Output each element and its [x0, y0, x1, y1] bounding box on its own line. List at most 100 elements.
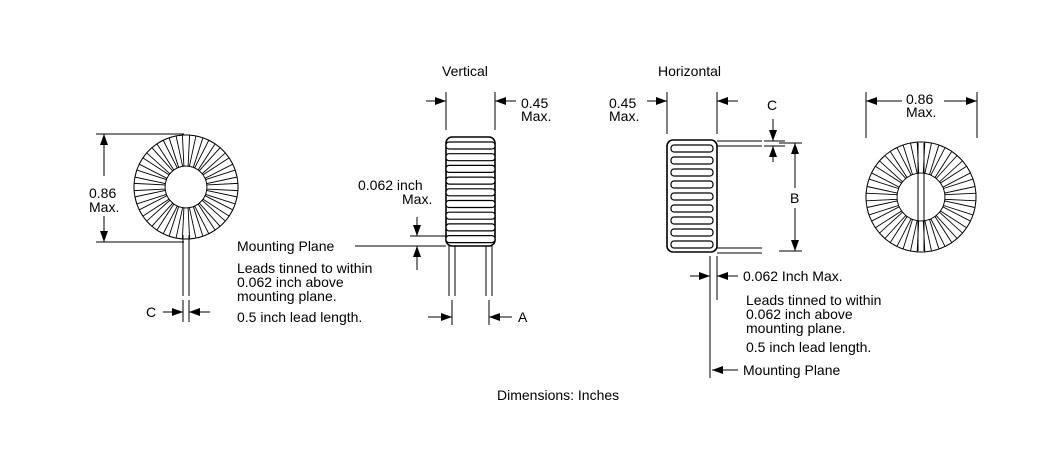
horizontal-note-line: mounting plane.	[746, 320, 846, 336]
winding-turn	[902, 218, 918, 252]
winding-turn	[133, 182, 166, 192]
winding-turn	[202, 195, 234, 217]
winding-turn	[866, 178, 900, 194]
left-toroid	[133, 134, 239, 296]
right-dim-value: 0.86	[906, 91, 933, 107]
winding-turn	[156, 203, 178, 235]
horizontal-mounting-plane: Mounting Plane	[712, 362, 841, 378]
horizontal-standoff-dimension: 0.062 Inch Max.	[690, 256, 843, 378]
left-dim-max: Max.	[89, 199, 119, 215]
winding-turn	[942, 200, 976, 216]
horizontal-spacing-dimension: B	[779, 142, 802, 252]
winding-turn	[138, 157, 170, 179]
horizontal-note-line: 0.062 inch above	[746, 306, 853, 322]
winding-turn	[924, 142, 940, 176]
vertical-title: Vertical	[442, 63, 488, 79]
winding-turn	[935, 154, 964, 183]
winding-turn	[670, 168, 714, 177]
horizontal-note-line: 0.5 inch lead length.	[746, 339, 871, 355]
vertical-note-line: 0.062 inch above	[237, 274, 344, 290]
winding-turn	[198, 147, 226, 175]
horizontal-mounting-plane-label: Mounting Plane	[743, 362, 841, 378]
winding-turn	[205, 189, 238, 205]
winding-turn	[870, 206, 903, 229]
horizontal-width-value: 0.45	[609, 95, 636, 111]
horizontal-spacing-label: B	[790, 190, 799, 206]
winding-turn	[445, 235, 496, 244]
winding-turn	[924, 218, 940, 252]
right-toroid-dimension: 0.86 Max.	[865, 91, 978, 138]
winding-turn	[866, 200, 900, 216]
horizontal-width-dimension: 0.45 Max.	[609, 92, 738, 134]
left-dim-value: 0.86	[89, 185, 116, 201]
winding-turn	[889, 146, 912, 179]
winding-turn	[205, 169, 238, 185]
winding-turn	[168, 135, 184, 168]
vertical-note-line: 0.5 inch lead length.	[237, 309, 362, 325]
right-dim-max: Max.	[906, 104, 936, 120]
vertical-note-line: mounting plane.	[237, 288, 337, 304]
winding-turn	[138, 195, 170, 217]
left-toroid-windings	[133, 134, 239, 240]
winding-turn	[670, 228, 714, 237]
vertical-lead-spacing-label: A	[518, 309, 528, 325]
horizontal-body	[666, 139, 762, 254]
winding-turn	[930, 146, 953, 179]
vertical-width-dimension: 0.45 Max.	[426, 92, 551, 130]
horizontal-lead-label: C	[767, 97, 777, 113]
left-lead-dimension: C	[146, 300, 210, 322]
winding-turn	[878, 211, 907, 240]
left-toroid-dimension: 0.86 Max.	[89, 133, 184, 243]
winding-turn	[156, 139, 178, 171]
winding-turn	[889, 215, 912, 248]
horizontal-windings	[670, 144, 714, 249]
vertical-standoff-max: Max.	[402, 191, 432, 207]
winding-turn	[202, 157, 234, 179]
horizontal-note-line: Leads tinned to within	[746, 292, 881, 308]
winding-turn	[134, 189, 167, 205]
vertical-width-value: 0.45	[521, 95, 548, 111]
winding-turn	[181, 134, 191, 167]
winding-turn	[168, 206, 184, 239]
winding-turn	[942, 178, 976, 194]
winding-turn	[445, 176, 496, 185]
winding-turn	[206, 182, 239, 192]
winding-turn	[870, 165, 903, 188]
right-toroid	[865, 141, 977, 253]
winding-turn	[445, 141, 496, 150]
winding-turn	[944, 192, 977, 202]
winding-turn	[902, 142, 918, 176]
vertical-width-max: Max.	[521, 108, 551, 124]
winding-turn	[146, 199, 174, 227]
winding-turn	[670, 192, 714, 201]
horizontal-width-max: Max.	[609, 108, 639, 124]
winding-turn	[194, 203, 216, 235]
winding-turn	[198, 199, 226, 227]
winding-turn	[939, 206, 972, 229]
winding-turn	[670, 180, 714, 189]
winding-turn	[445, 153, 496, 162]
winding-turn	[445, 211, 496, 220]
vertical-note: Leads tinned to within 0.062 inch above …	[237, 260, 372, 325]
winding-turn	[930, 215, 953, 248]
winding-turn	[146, 147, 174, 175]
vertical-mounting-plane: Mounting Plane	[237, 238, 335, 254]
winding-turn	[134, 169, 167, 185]
winding-turn	[670, 204, 714, 213]
right-toroid-windings	[865, 141, 977, 253]
horizontal-note: Leads tinned to within 0.062 inch above …	[746, 292, 881, 355]
winding-turn	[670, 216, 714, 225]
winding-turn	[445, 199, 496, 209]
vertical-windings	[445, 141, 496, 244]
winding-turn	[935, 211, 964, 240]
winding-turn	[188, 135, 204, 168]
winding-turn	[445, 188, 496, 197]
winding-turn	[188, 206, 204, 239]
vertical-standoff-value: 0.062 inch	[358, 177, 423, 193]
winding-turn	[878, 154, 907, 183]
winding-turn	[194, 139, 216, 171]
winding-turn	[181, 207, 191, 240]
winding-turn	[670, 144, 714, 153]
winding-turn	[670, 156, 714, 165]
